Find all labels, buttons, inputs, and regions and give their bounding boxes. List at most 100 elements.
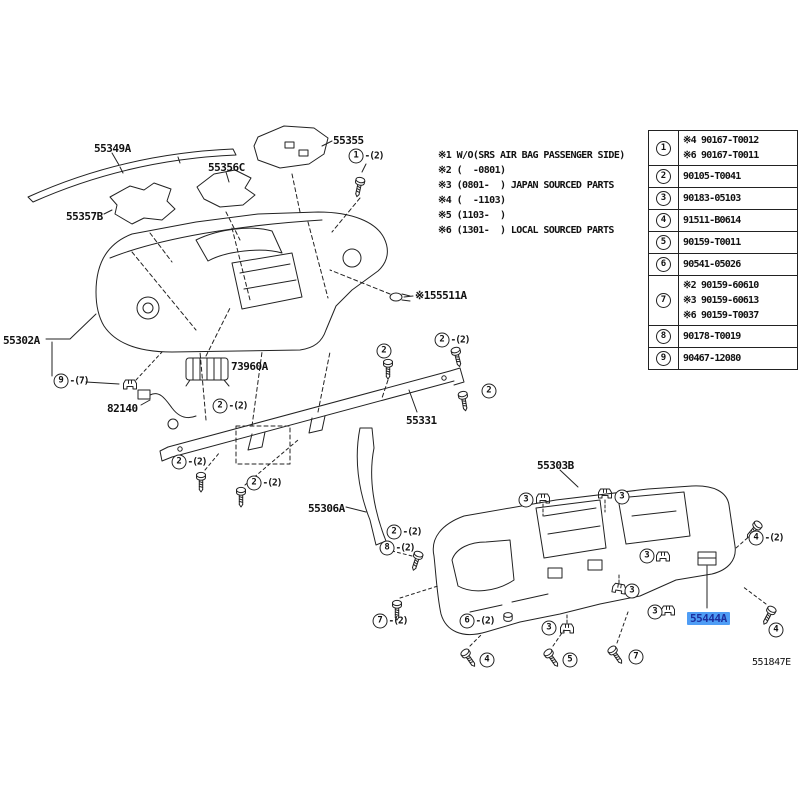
callout-quantity: -(2) — [388, 615, 409, 627]
row-number-cell: 4 — [649, 210, 679, 231]
part-code: 90178-T0019 — [683, 331, 741, 342]
part-codes-cell: 90105-T0041 — [679, 166, 797, 187]
callout-3: 3 — [639, 548, 655, 564]
clip-parts — [536, 488, 675, 634]
part-codes-cell: 91511-B0614 — [679, 210, 797, 231]
callout-circle: 2 — [434, 332, 450, 348]
note-line: ※4 ( -1103) — [438, 195, 506, 206]
row-number-cell: 1 — [649, 131, 679, 165]
callout-3: 3 — [541, 620, 557, 636]
parts-table: 1 ※4 90167-T0012 ※6 90167-T0011 2 90105-T004… — [648, 130, 798, 370]
callout-circle: 6 — [459, 613, 475, 629]
callout-6: 6-(2) — [459, 613, 496, 629]
part-codes-cell: ※2 90159-60610 ※3 90159-60613 ※6 90159-T00… — [679, 276, 797, 325]
note-line: ※1 W/O(SRS AIR BAG PASSENGER SIDE) — [438, 150, 625, 161]
note-line: ※5 (1103- ) — [438, 210, 506, 221]
row-number-cell: 9 — [649, 348, 679, 369]
callout-circle: 5 — [562, 652, 578, 668]
part-55444A-drawing — [697, 551, 717, 609]
callout-3: 3 — [614, 489, 630, 505]
part-label-82140: 82140 — [107, 402, 138, 415]
callout-2: 2-(2) — [434, 332, 471, 348]
diagram-code: 551847E — [752, 657, 791, 668]
clip-9-part — [85, 351, 163, 390]
part-82140-drawing — [137, 389, 197, 430]
callout-4: 4 — [768, 622, 784, 638]
parts-table-row-7[interactable]: 7 ※2 90159-60610 ※3 90159-60613 ※6 90159-T0… — [649, 275, 797, 325]
callout-circle: 4 — [768, 622, 784, 638]
callout-quantity: -(2) — [402, 526, 423, 538]
note-line: ※6 (1301- ) LOCAL SOURCED PARTS — [438, 225, 614, 236]
part-code: ※3 90159-60613 — [683, 295, 759, 306]
part-code: 91511-B0614 — [683, 215, 741, 226]
part-code: ※6 90167-T0011 — [683, 150, 759, 161]
callout-quantity: -(2) — [475, 615, 496, 627]
callout-circle: 3 — [639, 548, 655, 564]
part-55303B-drawing — [432, 469, 736, 636]
parts-table-row-9[interactable]: 9 90467-12080 — [649, 347, 797, 369]
row-number-circle: 4 — [656, 213, 671, 228]
callout-circle: 2 — [212, 398, 228, 414]
part-label-73960A: 73960A — [231, 360, 268, 373]
parts-table-row-2[interactable]: 2 90105-T0041 — [649, 165, 797, 187]
callout-3: 3 — [518, 492, 534, 508]
callout-2: 2-(2) — [246, 475, 283, 491]
callout-quantity: -(2) — [228, 400, 249, 412]
part-label-155511A: ※155511A — [415, 289, 467, 302]
part-code: 90183-05103 — [683, 193, 741, 204]
callout-circle: 7 — [372, 613, 388, 629]
notes-legend: ※1 W/O(SRS AIR BAG PASSENGER SIDE) ※2 ( -… — [438, 148, 625, 238]
part-label-55349A: 55349A — [94, 142, 131, 155]
part-code: ※4 90167-T0012 — [683, 135, 759, 146]
row-number-circle: 6 — [656, 257, 671, 272]
callout-circle: 3 — [541, 620, 557, 636]
callout-5: 5 — [562, 652, 578, 668]
parts-table-row-4[interactable]: 4 91511-B0614 — [649, 209, 797, 231]
callout-circle: 3 — [647, 604, 663, 620]
part-code: 90541-05026 — [683, 259, 741, 270]
part-code: ※6 90159-T0037 — [683, 310, 759, 321]
part-label-55356C: 55356C — [208, 161, 245, 174]
part-label-55303B: 55303B — [537, 459, 574, 472]
part-codes-cell: 90183-05103 — [679, 188, 797, 209]
callout-2: 2 — [481, 383, 497, 399]
callout-2: 2-(2) — [171, 454, 207, 470]
callout-4: 4 — [479, 652, 495, 668]
callout-circle: 2 — [481, 383, 497, 399]
part-code: 90467-12080 — [683, 353, 741, 364]
parts-table-row-6[interactable]: 6 90541-05026 — [649, 253, 797, 275]
part-code: ※2 90159-60610 — [683, 280, 759, 291]
callout-quantity: -(2) — [450, 334, 471, 346]
part-codes-cell: 90541-05026 — [679, 254, 797, 275]
part-codes-cell: 90467-12080 — [679, 348, 797, 369]
row-number-cell: 2 — [649, 166, 679, 187]
callout-quantity: -(2) — [262, 477, 283, 489]
part-73960A-drawing — [185, 307, 231, 387]
callout-circle: 4 — [479, 652, 495, 668]
part-55355-drawing — [253, 125, 333, 169]
callout-2: 2-(2) — [386, 524, 423, 540]
row-number-circle: 5 — [656, 235, 671, 250]
callout-3: 3 — [624, 583, 640, 599]
callout-1: 1-(2) — [348, 148, 385, 164]
callout-circle: 2 — [171, 454, 187, 470]
parts-table-row-1[interactable]: 1 ※4 90167-T0012 ※6 90167-T0011 — [649, 131, 797, 165]
parts-table-row-5[interactable]: 5 90159-T0011 — [649, 231, 797, 253]
part-codes-cell: 90159-T0011 — [679, 232, 797, 253]
part-code: 90159-T0011 — [683, 237, 741, 248]
callout-7: 7-(2) — [372, 613, 409, 629]
part-label-55444A[interactable]: 55444A — [687, 612, 730, 625]
part-label-55302A: 55302A — [3, 334, 40, 347]
row-number-circle: 7 — [656, 293, 671, 308]
note-line: ※2 ( -0801) — [438, 165, 506, 176]
callout-quantity: -(2) — [764, 532, 785, 544]
grommet-part — [503, 612, 513, 622]
part-code: 90105-T0041 — [683, 171, 741, 182]
row-number-circle: 2 — [656, 169, 671, 184]
callout-quantity: -(2) — [364, 150, 385, 162]
